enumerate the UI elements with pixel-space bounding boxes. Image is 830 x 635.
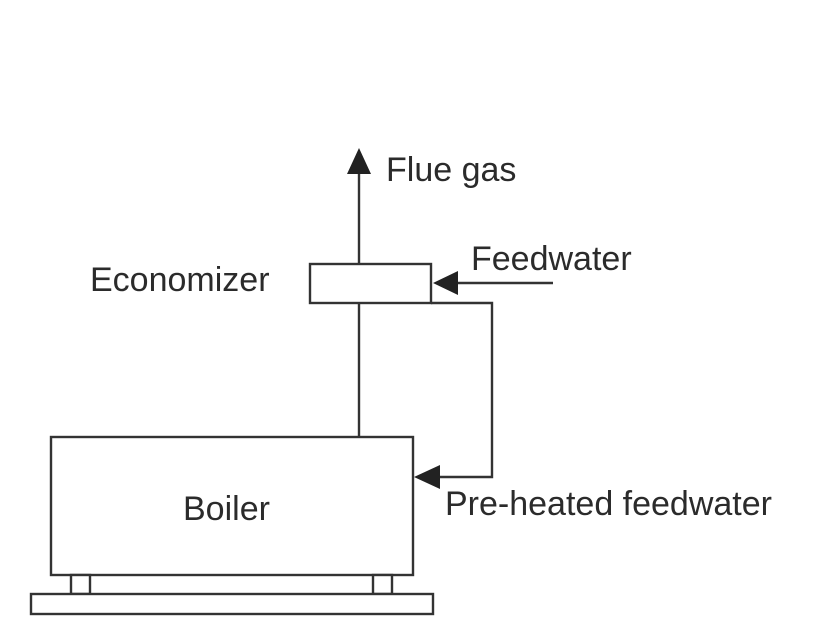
feedwater-label: Feedwater <box>471 240 632 278</box>
economizer-box <box>308 262 433 305</box>
flue-gas-label: Flue gas <box>386 151 516 189</box>
boiler-label: Boiler <box>183 490 270 528</box>
preheated-feedwater-arrowhead <box>414 465 440 489</box>
flue-gas-arrowhead <box>347 148 371 174</box>
boiler-box <box>49 435 415 577</box>
economizer-label: Economizer <box>90 261 270 299</box>
feedwater-arrowhead <box>433 271 458 295</box>
boiler-foot-right <box>371 573 394 596</box>
boiler-foot-left <box>69 573 92 596</box>
preheated-feedwater-label: Pre-heated feedwater <box>445 485 772 523</box>
preheated-feedwater-path <box>431 301 494 479</box>
boiler-base-platform <box>29 592 435 616</box>
